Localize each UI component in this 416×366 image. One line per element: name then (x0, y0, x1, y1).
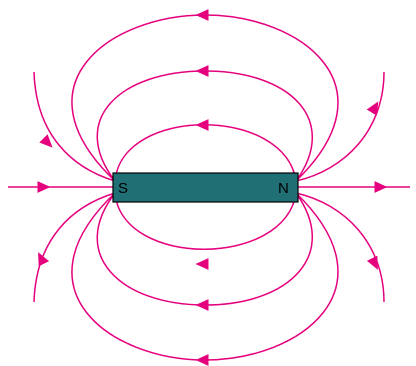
field-arrow (44, 139, 48, 143)
field-arrow (372, 107, 375, 112)
field-line-top-outer (72, 15, 338, 181)
field-line-open-top-left (34, 72, 115, 181)
field-line-top-middle (97, 71, 312, 181)
field-line-open-bottom-right (296, 193, 384, 302)
field-line-open-bottom-left (34, 193, 115, 302)
field-line-open-top-right (296, 72, 384, 181)
bar-magnet: S N (113, 173, 298, 202)
north-pole-label: N (278, 180, 289, 197)
south-pole-label: S (118, 180, 128, 197)
field-arrow (372, 258, 375, 264)
magnet-body (113, 173, 298, 202)
field-line-bottom-outer (72, 193, 338, 360)
